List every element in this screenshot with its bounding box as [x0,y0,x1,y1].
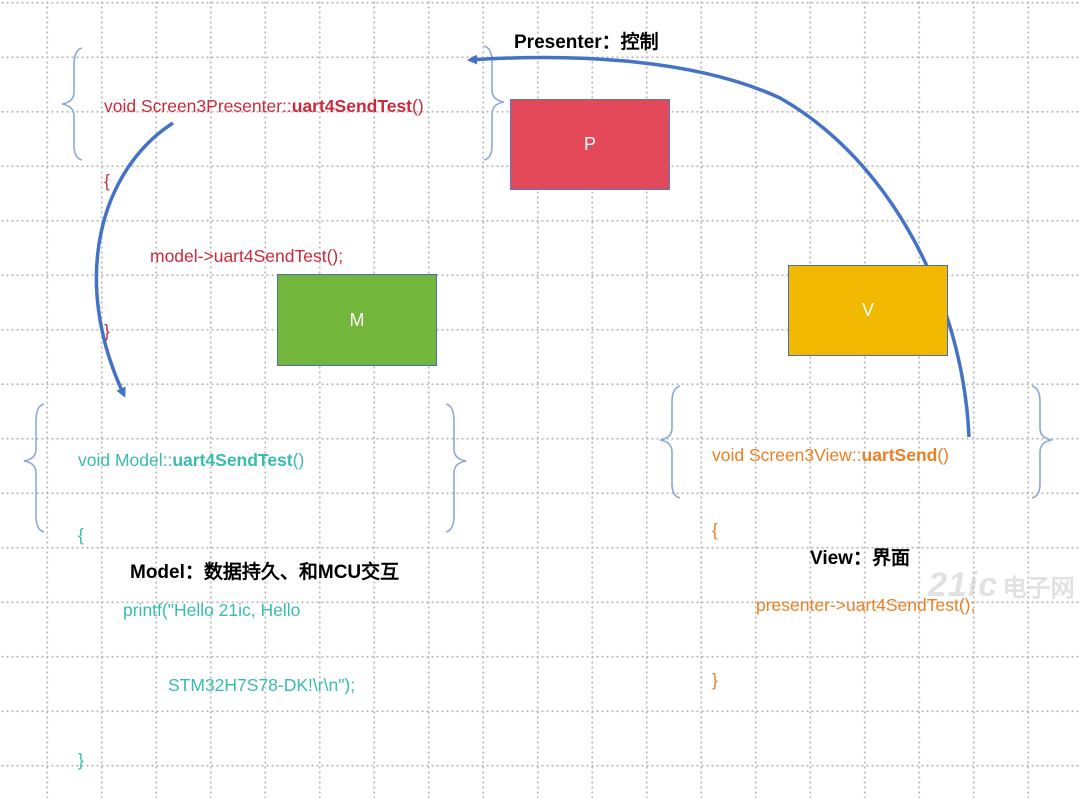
model-code-block: void Model::uart4SendTest() { printf("He… [78,398,355,798]
model-code-close-brace: } [78,750,84,770]
site-watermark: 21ic 电子网 [928,566,1075,605]
model-sig-suffix: () [292,450,305,470]
view-code-signature: void Screen3View::uartSend() [712,443,975,468]
presenter-left-brace [61,47,83,161]
model-code-body-line1: printf("Hello 21ic, Hello [123,600,301,620]
view-sig-suffix: () [937,445,950,465]
model-box: M [277,274,437,366]
watermark-logo-text: 21ic [928,566,999,604]
view-heading: View：界面 [810,548,910,569]
view-code-body: presenter->uart4SendTest(); [756,595,976,615]
model-code-signature: void Model::uart4SendTest() [78,448,355,473]
view-code-close-brace: } [712,670,718,690]
presenter-box: P [510,99,670,190]
presenter-sig-prefix: void Screen3Presenter:: [104,96,292,116]
arrow-presenter-to-model [94,121,174,398]
model-right-brace [445,403,467,533]
presenter-code-body: model->uart4SendTest(); [150,246,344,266]
view-sig-prefix: void Screen3View:: [712,445,862,465]
presenter-code-signature: void Screen3Presenter::uart4SendTest() [104,94,424,119]
view-left-brace [659,385,681,499]
view-code-open-brace: { [712,520,718,540]
view-sig-method: uartSend [861,445,938,465]
model-sig-method: uart4SendTest [172,450,293,470]
presenter-code-open-brace: { [104,171,110,191]
view-right-brace [1031,385,1053,499]
watermark-site-text: 电子网 [1002,575,1075,602]
model-heading: Model：数据持久、和MCU交互 [130,562,400,583]
model-code-open-brace: { [78,525,84,545]
view-box: V [788,265,948,356]
presenter-sig-method: uart4SendTest [291,96,413,116]
presenter-sig-suffix: () [412,96,424,116]
presenter-code-close-brace: } [104,321,110,341]
model-left-brace [23,403,45,533]
presenter-code-block: void Screen3Presenter::uart4SendTest() {… [104,44,424,369]
model-sig-prefix: void Model:: [78,450,173,470]
presenter-heading: Presenter：控制 [514,32,659,53]
presenter-right-brace [483,45,505,161]
model-code-body-line2: STM32H7S78-DK!\r\n"); [168,675,356,695]
